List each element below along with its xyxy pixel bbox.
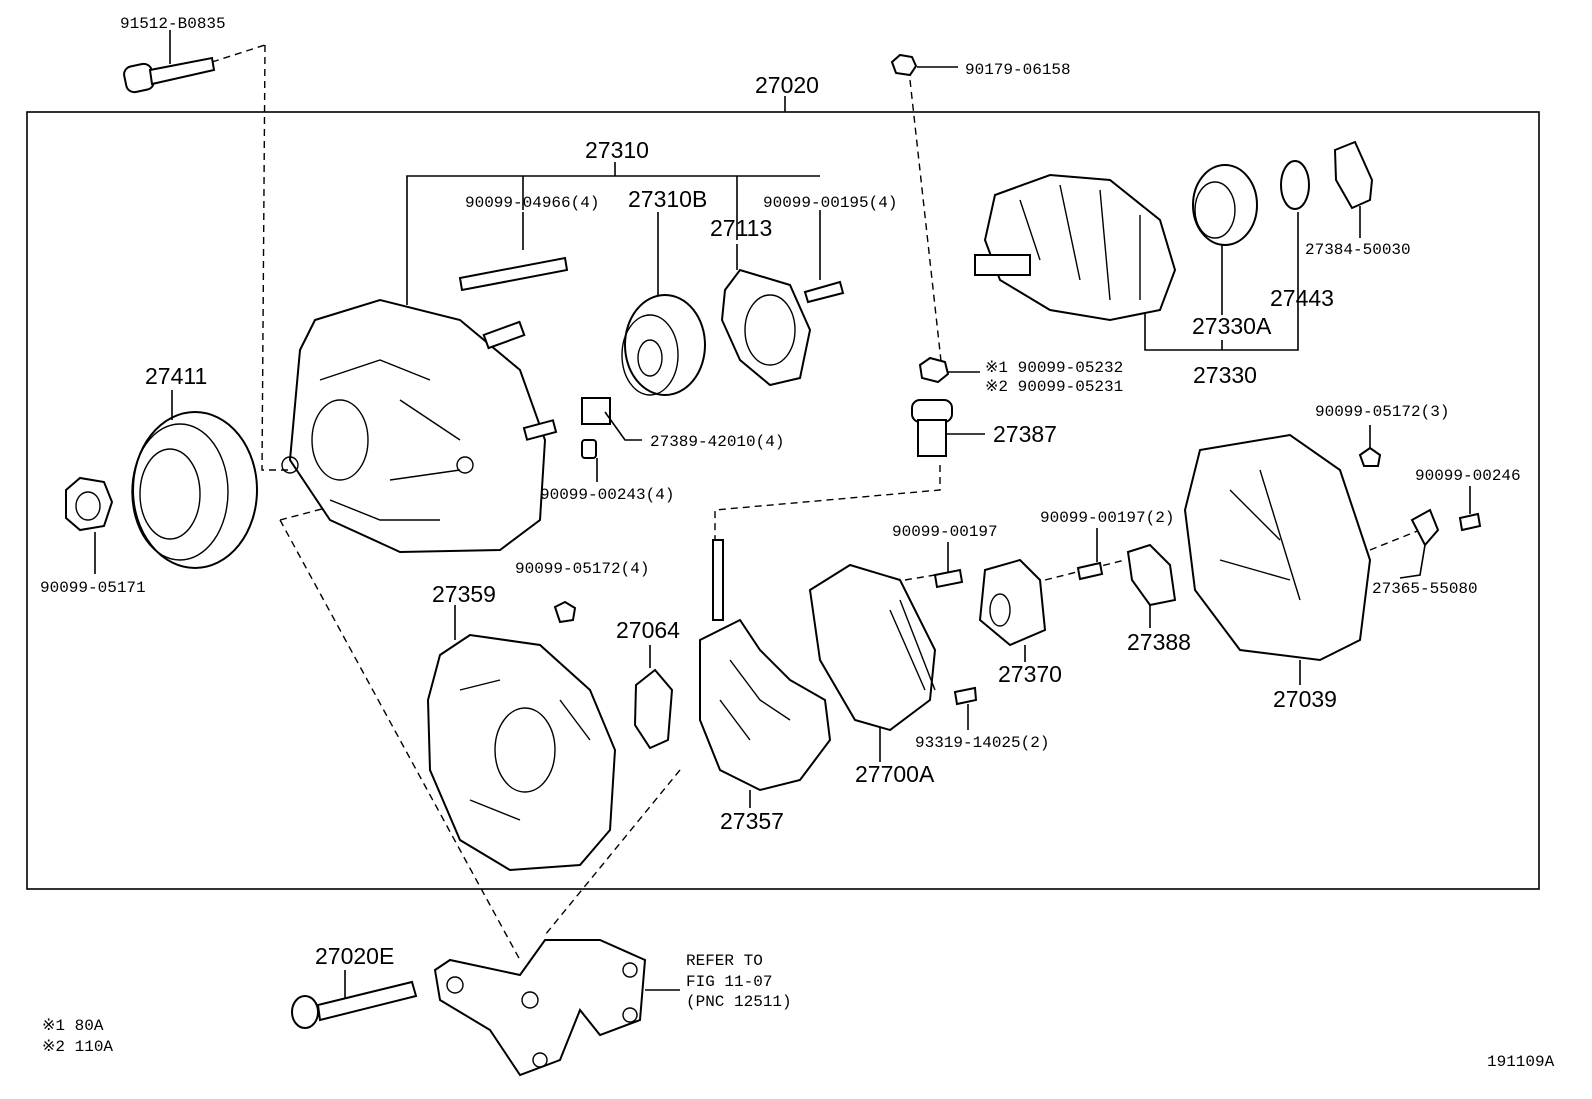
label-27387: 27387 [993,421,1057,447]
stud-icon [458,256,569,292]
label-27310b: 27310B [628,186,707,212]
label-90099-00243: 90099-00243(4) [540,486,674,504]
label-27388: 27388 [1127,629,1191,655]
note-1: ※1 80A [42,1017,104,1035]
label-27330: 27330 [1193,362,1257,388]
label-27064: 27064 [616,617,680,643]
label-27359: 27359 [432,581,496,607]
rear-cover-27039-icon [1183,433,1372,685]
nut-05232-icon [918,356,980,384]
label-27370: 27370 [998,661,1062,687]
label-27357: 27357 [720,808,784,834]
bearing-27330a-icon [1192,164,1258,246]
refer-line1: REFER TO [686,952,763,970]
screw-00195-icon [803,280,845,304]
terminal-insulator-27387-icon [911,399,985,457]
label-90099-00246: 90099-00246 [1415,467,1521,485]
screw-00243-icon [581,439,598,482]
label-91512-b0835: 91512-B0835 [120,15,226,33]
label-27389-42010: 27389-42010(4) [650,433,784,451]
nut-05172-3-icon [1358,446,1382,467]
leader-27310 [406,175,820,305]
bolt-00246-icon [1458,486,1482,532]
label-90099-00197-2: 90099-00197(2) [1040,509,1174,527]
rotor-icon [974,173,1177,322]
label-27411: 27411 [145,363,207,389]
label-27020e: 27020E [315,943,394,969]
label-90099-05232: ※1 90099-05232 [985,359,1123,377]
washer-27443-icon [1280,160,1310,210]
bearing-27310b-icon [621,294,706,396]
label-27700a: 27700A [855,761,935,787]
nut-05172-4-icon [553,600,577,624]
label-90099-00195: 90099-00195(4) [763,194,897,212]
bolt-27020e-icon [291,970,418,1029]
rectifier-end-frame-icon [426,605,617,872]
label-90179-06158: 90179-06158 [965,61,1071,79]
drive-end-frame-icon [281,298,558,554]
insulator-27389-icon [581,397,642,441]
mounting-bracket-icon [433,939,680,1077]
seal-27064-icon [633,645,674,750]
cover-27384-icon [1333,140,1374,238]
screw-00197-icon [933,542,964,589]
screw-00197-2-icon [1076,528,1104,581]
label-90099-00197: 90099-00197 [892,523,998,541]
nut-90179-icon [890,53,958,77]
assembly-frame [26,111,1540,890]
label-90099-05172-4: 90099-05172(4) [515,560,649,578]
pulley-27411-icon [131,390,258,569]
bracket-27365-icon [1399,508,1440,579]
rectifier-27357-icon [699,539,832,808]
label-93319-14025: 93319-14025(2) [915,734,1049,752]
label-27039: 27039 [1273,686,1337,712]
screw-14025-icon [953,686,978,730]
note-2: ※2 110A [42,1038,113,1056]
brush-holder-27370-icon [978,558,1047,662]
label-27310: 27310 [585,137,649,163]
label-90099-05231: ※2 90099-05231 [985,378,1123,396]
label-27020: 27020 [755,72,819,98]
bolt-91512-icon [123,30,216,94]
retainer-27113-icon [720,268,812,387]
cover-27388-icon [1126,543,1177,628]
label-90099-04966: 90099-04966(4) [465,194,599,212]
label-27365-55080: 27365-55080 [1372,580,1478,598]
label-90099-05172-3: 90099-05172(3) [1315,403,1449,421]
label-27443: 27443 [1270,285,1334,311]
nut-90099-05171-icon [65,476,114,574]
refer-line3: (PNC 12511) [686,993,792,1011]
label-90099-05171: 90099-05171 [40,579,146,597]
label-27384-50030: 27384-50030 [1305,241,1411,259]
diagram-id: 191109A [1487,1053,1555,1071]
regulator-27700a-icon [808,563,937,762]
label-27330a: 27330A [1192,313,1272,339]
refer-line2: FIG 11-07 [686,973,772,991]
label-27113: 27113 [710,215,772,241]
